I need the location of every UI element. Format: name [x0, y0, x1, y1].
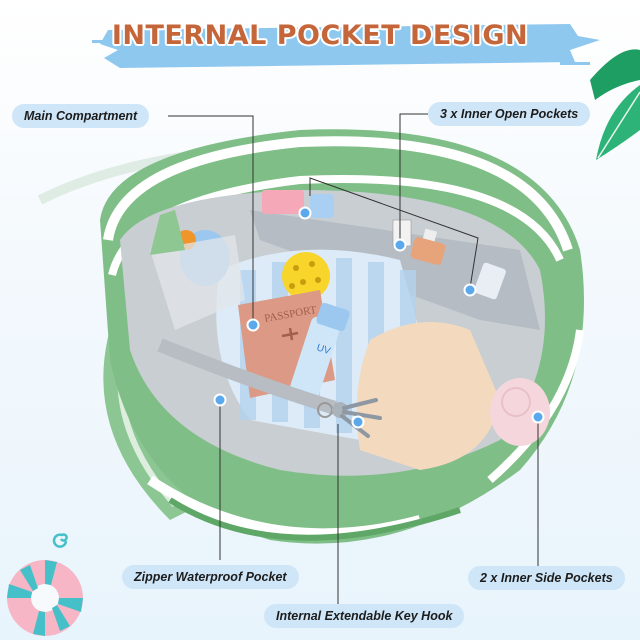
palm-leaf-icon: [590, 49, 640, 160]
key-hook-with-keys: [317, 398, 382, 438]
callout-inner-side-pockets: 2 x Inner Side Pockets: [468, 566, 625, 590]
pink-water-bottle: [490, 378, 550, 446]
svg-text:UV: UV: [315, 342, 332, 357]
pickleball: [282, 252, 330, 300]
callout-main-compartment: Main Compartment: [12, 104, 150, 128]
mesh-side-pocket: [150, 210, 245, 330]
callout-inner-open-pockets: 3 x Inner Open Pockets: [428, 102, 591, 126]
zipper-pocket: [157, 338, 338, 415]
pink-case: [262, 190, 304, 214]
side-item: [474, 262, 506, 300]
perfume-bottle: [410, 228, 446, 265]
title-brush-stroke: [92, 24, 600, 68]
sunscreen-bottle: UV: [289, 302, 350, 400]
folded-towel: [356, 322, 500, 470]
callout-dots: [213, 206, 545, 429]
callout-zipper-waterproof-pocket: Zipper Waterproof Pocket: [122, 565, 299, 589]
callout-key-hook: Internal Extendable Key Hook: [264, 604, 465, 628]
swim-ring-icon: [7, 560, 83, 636]
blue-jar: [310, 194, 334, 218]
swirl-icon: [52, 533, 68, 548]
callout-lines: [168, 113, 539, 604]
page-title: INTERNAL POCKET DESIGN: [111, 20, 529, 51]
